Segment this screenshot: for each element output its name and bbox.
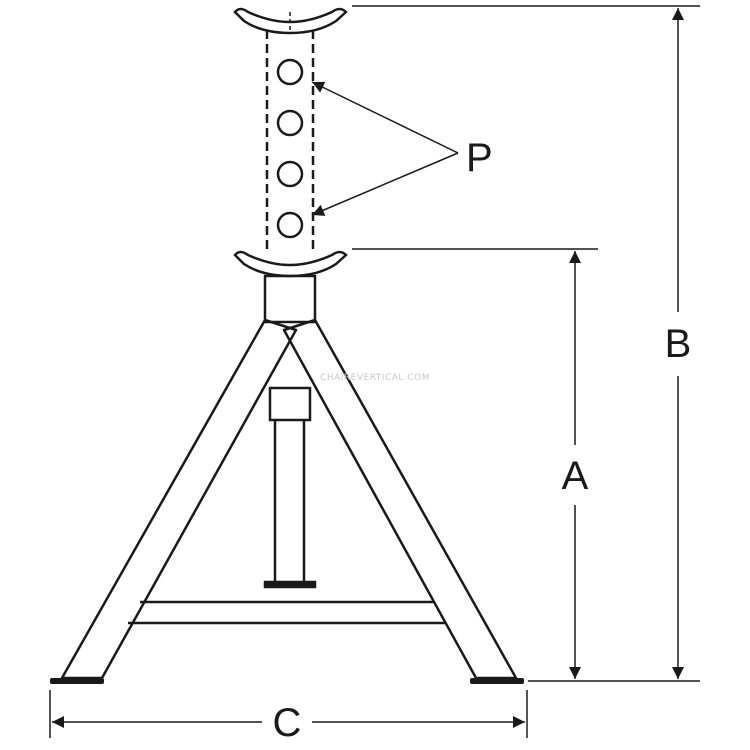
pin-hole-3	[276, 160, 304, 188]
extension-column	[233, 7, 348, 250]
top-saddle	[233, 7, 348, 35]
lower-saddle	[233, 250, 348, 278]
left-leg	[60, 318, 298, 680]
dimension-lines	[49, 5, 700, 738]
label-p: P	[466, 136, 493, 180]
pin-hole-2	[276, 109, 304, 137]
leader-p-lower	[311, 152, 459, 216]
cross-brace	[128, 600, 445, 625]
leader-p-upper	[311, 81, 459, 154]
pin-hole-1	[276, 58, 304, 86]
left-foot	[50, 678, 104, 684]
watermark: CHAIREVERTICAL.COM	[320, 373, 430, 383]
label-a: A	[562, 454, 589, 498]
pin-hole-4	[276, 211, 304, 239]
column-collar	[268, 386, 312, 422]
head-block	[263, 274, 317, 324]
stand-head	[233, 250, 348, 324]
legs	[60, 318, 518, 680]
label-b: B	[665, 322, 692, 366]
right-foot	[470, 678, 524, 684]
label-c: C	[273, 701, 302, 745]
column-foot	[263, 580, 317, 589]
feet	[50, 678, 524, 684]
center-column	[263, 386, 317, 589]
